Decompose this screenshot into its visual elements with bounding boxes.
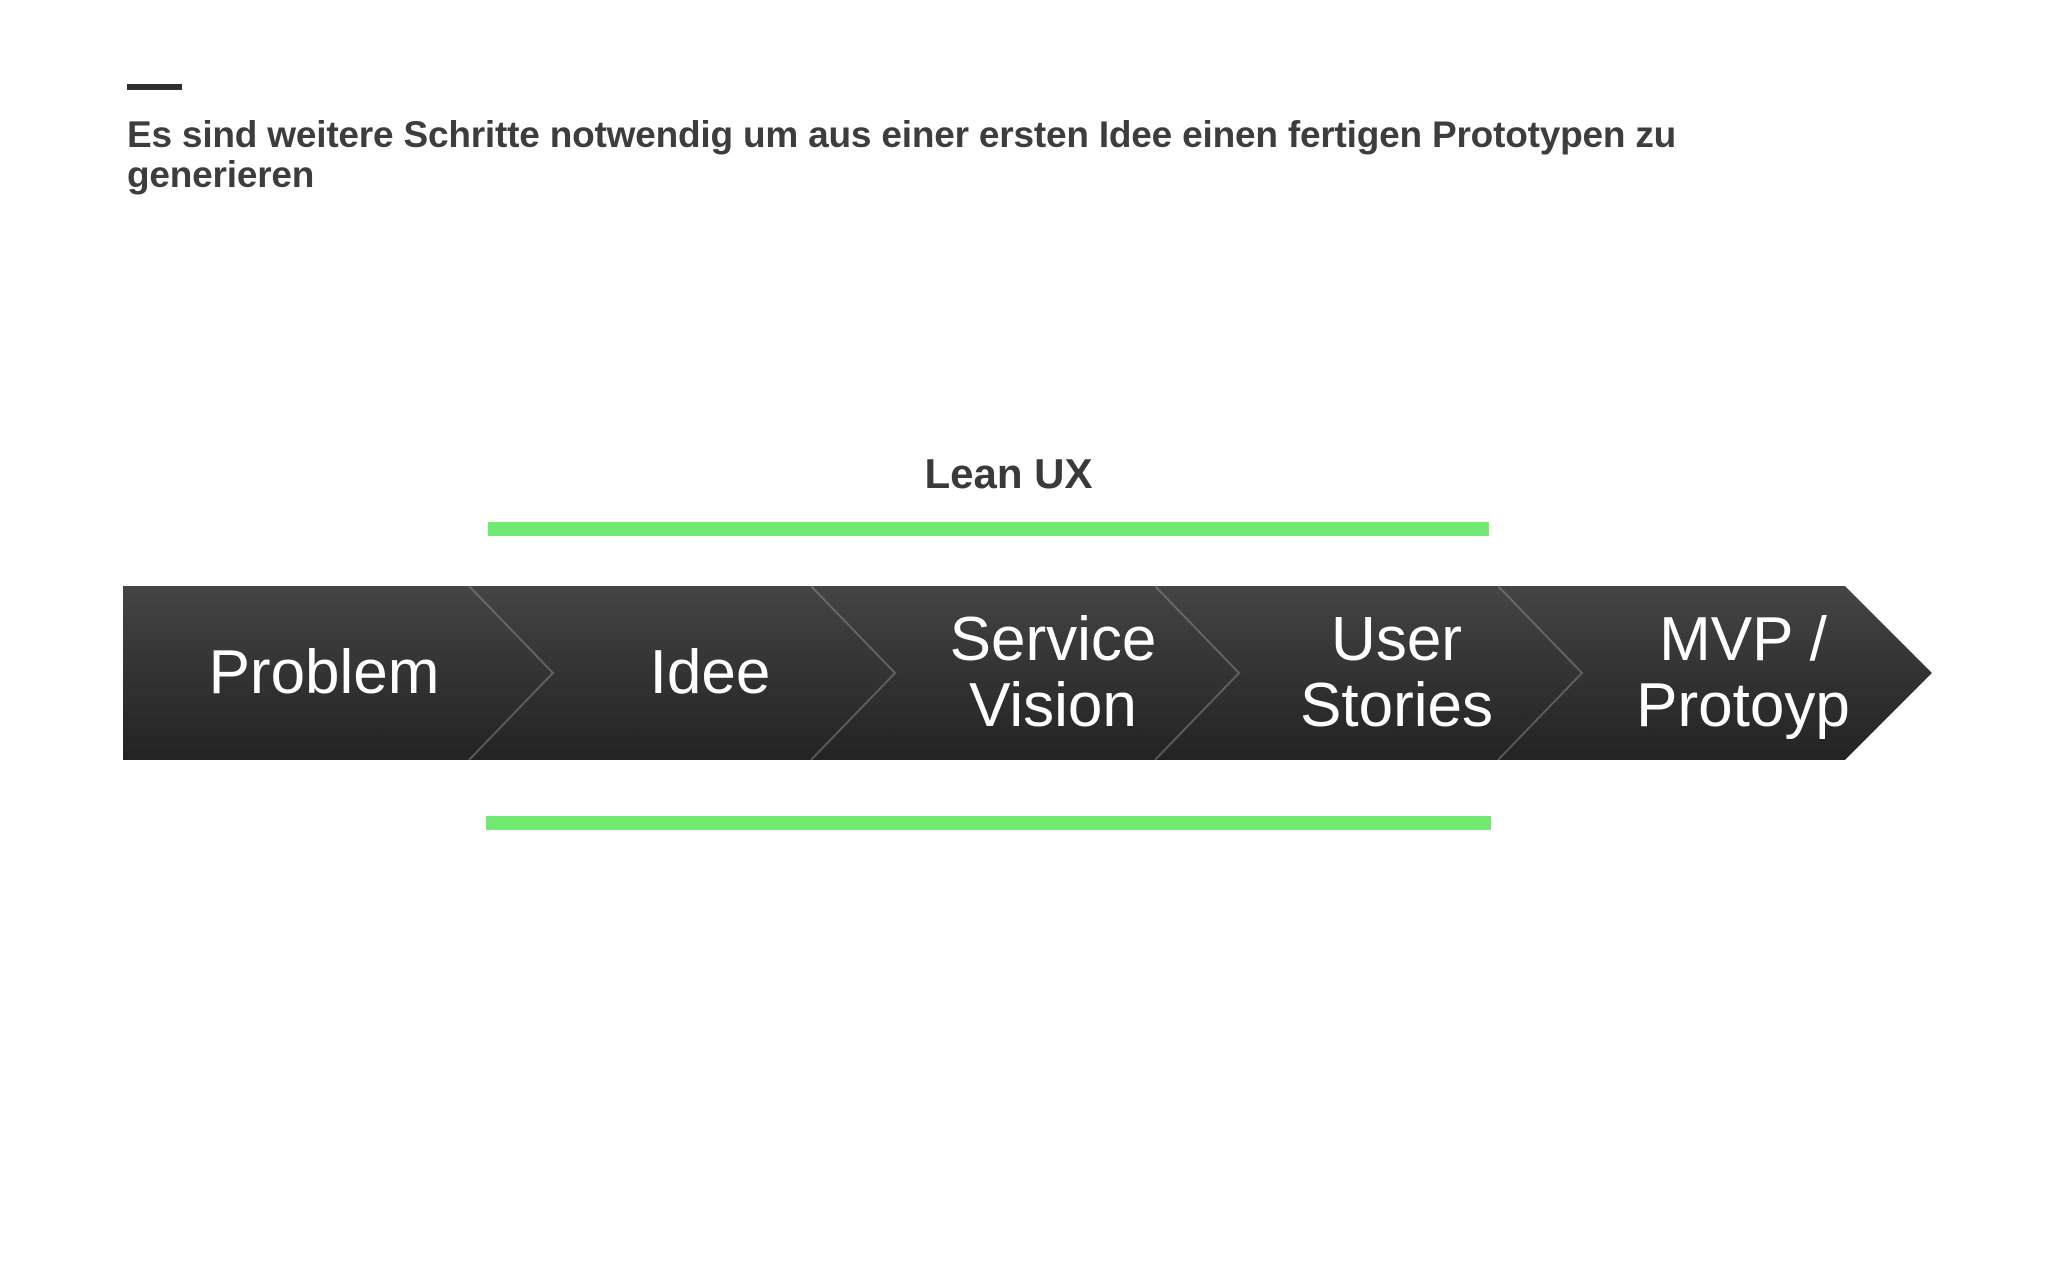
stage-3: Service Vision	[895, 586, 1239, 760]
stage-label: Problem	[208, 638, 440, 707]
stage-label: Idee	[649, 638, 771, 707]
slide-title-line-1: Es sind weitere Schritte notwendig um au…	[127, 114, 1677, 155]
stage-5: MVP / Protoyp	[1582, 586, 1932, 760]
lean-ux-bracket-bottom-bar	[486, 816, 1491, 830]
stage-label: MVP / Protoyp	[1636, 605, 1850, 740]
stage-4: User Stories	[1239, 586, 1582, 760]
stage-label: Service Vision	[949, 605, 1157, 740]
slide-title-line-2: generieren	[127, 154, 315, 195]
stage-2: Idee	[553, 586, 895, 760]
lean-ux-bracket-top-bar	[488, 522, 1489, 536]
process-arrow-band: Problem Idee Service Vision User Stories MVP…	[123, 586, 1932, 760]
accent-dash	[127, 84, 182, 90]
slide-title: Es sind weitere Schritte notwendig um au…	[127, 115, 1927, 195]
stage-1: Problem	[123, 586, 553, 760]
lean-ux-label: Lean UX	[924, 450, 1093, 497]
stage-label: User Stories	[1300, 605, 1493, 740]
